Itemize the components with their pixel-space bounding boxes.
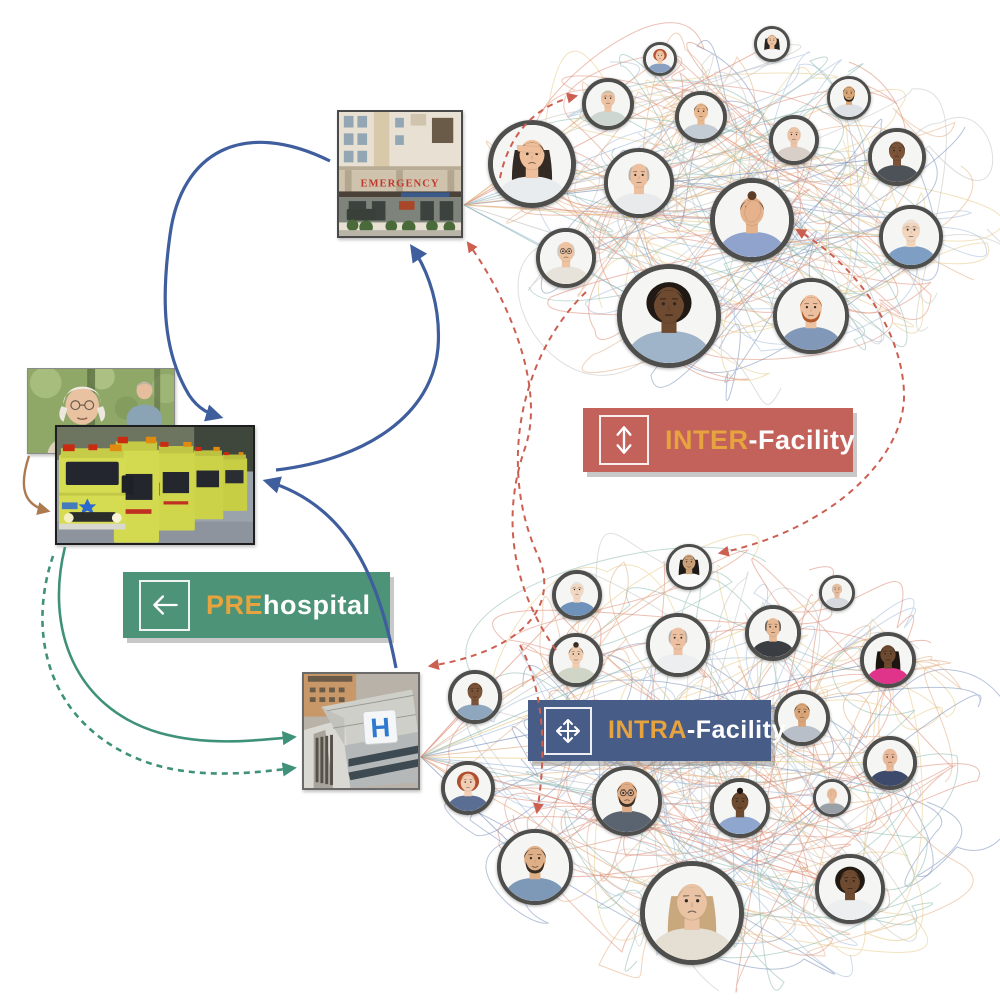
portrait-woman-hand-on-forehead xyxy=(488,120,576,208)
portrait-smiling-young-woman xyxy=(549,633,603,687)
inter-facility-label-prefix: INTER xyxy=(665,424,749,455)
portrait-serious-man xyxy=(868,128,926,186)
prehospital-badge: PREhospital xyxy=(123,572,390,638)
emergency-fan-line xyxy=(463,204,912,238)
transfer-to-emergency-dashed-arrow xyxy=(466,241,557,651)
portrait-red-haired-woman xyxy=(643,42,677,76)
portrait-wincing-gray-haired-man xyxy=(863,736,917,790)
portrait-surgeon-in-cap xyxy=(582,78,634,130)
intra-facility-badge: INTRA-Facility xyxy=(528,700,785,761)
ambulance-queue-scene xyxy=(57,427,253,543)
portrait-surprised-man xyxy=(745,605,801,661)
scribble-line xyxy=(526,664,893,878)
portrait-smiling-nurse xyxy=(448,670,502,724)
inter-facility-badge: INTER-Facility xyxy=(583,408,855,472)
hospital-to-ambulance-loop-arrow xyxy=(163,140,331,422)
arrow-four-way-icon xyxy=(544,706,592,755)
portrait-nurse-in-surgical-cap xyxy=(552,570,602,620)
portrait-asian-man xyxy=(675,91,727,143)
intra-facility-label: INTRA-Facility xyxy=(608,716,786,745)
hospital-h-sign-text: H xyxy=(370,712,392,743)
portrait-smiling-young-man xyxy=(497,829,573,905)
arrow-up-down-icon xyxy=(599,415,649,465)
intra-facility-label-rest: -Facility xyxy=(686,716,786,744)
inter-facility-label: INTER-Facility xyxy=(665,425,855,456)
hospital-building-photo: H xyxy=(302,672,420,790)
prehospital-label: PREhospital xyxy=(206,590,371,621)
scribble-line xyxy=(523,642,1000,887)
emergency-fan-line xyxy=(463,204,753,221)
portrait-skeptical-older-woman xyxy=(640,861,744,965)
emergency-entrance-scene: EMERGENCY xyxy=(339,112,461,236)
scribble-line xyxy=(548,665,892,873)
emergency-entrance-photo: EMERGENCY xyxy=(337,110,463,238)
portrait-startled-old-doctor xyxy=(646,613,710,677)
portrait-startled-elderly-doctor xyxy=(604,148,674,218)
portrait-weary-man-with-glasses xyxy=(592,766,662,836)
portrait-elderly-man-with-glasses xyxy=(536,228,596,288)
portrait-hand-covering-face xyxy=(813,779,851,817)
portrait-doctor-with-stethoscope xyxy=(815,854,885,924)
portrait-smiling-nurse-2 xyxy=(710,778,770,838)
portrait-dark-haired-woman xyxy=(754,26,790,62)
hospital-building-scene: H xyxy=(304,674,418,788)
patient-to-ambulance-arrow xyxy=(22,455,51,515)
portrait-scowling-man xyxy=(774,690,830,746)
arrow-left-icon xyxy=(139,579,190,631)
elderly-couple-scene xyxy=(28,369,174,453)
portrait-elderly-man xyxy=(819,575,855,611)
portrait-nurse-covering-face xyxy=(710,178,794,262)
portrait-red-bearded-man xyxy=(773,278,849,354)
prehospital-label-rest: hospital xyxy=(263,589,371,620)
portrait-angry-bearded-man xyxy=(827,76,871,120)
portrait-smiling-woman-pink-top xyxy=(860,632,916,688)
inter-facility-label-rest: -Facility xyxy=(748,424,856,455)
portrait-smiling-doctor-woman xyxy=(666,544,712,590)
emergency-sign-text: EMERGENCY xyxy=(360,179,439,190)
portrait-gray-haired-woman xyxy=(769,115,819,165)
intra-facility-label-prefix: INTRA xyxy=(608,716,687,744)
prehospital-label-prefix: PRE xyxy=(206,589,264,620)
portrait-surprised-red-haired-woman xyxy=(441,761,495,815)
ambulance-queue-photo xyxy=(55,425,255,545)
portrait-worried-woman xyxy=(617,264,721,368)
portrait-nurse-in-cap-looking-down xyxy=(879,205,943,269)
ambulance-to-emergency-arrow xyxy=(275,244,441,472)
